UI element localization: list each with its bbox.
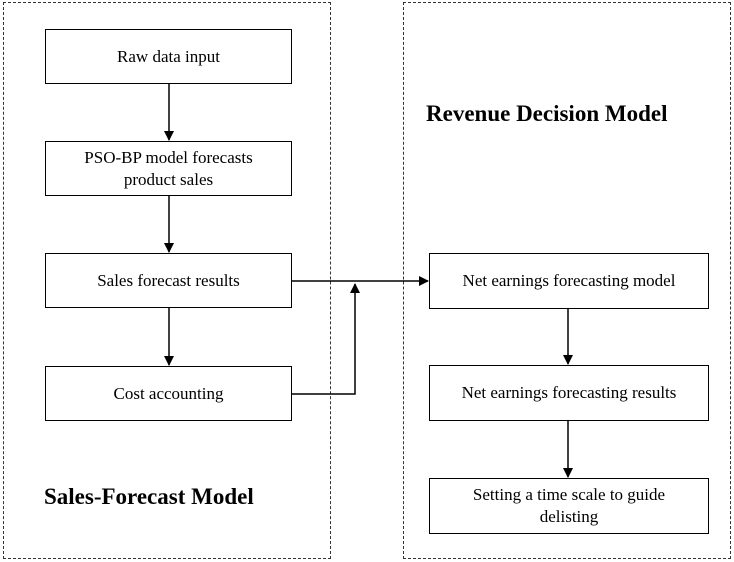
delisting-time-scale-node: Setting a time scale to guide delisting [429, 478, 709, 534]
arrow-cost-to-junction [292, 283, 360, 395]
sales-forecast-model-title: Sales-Forecast Model [44, 484, 254, 509]
cost-accounting-node: Cost accounting [45, 366, 292, 421]
net-earnings-model-node: Net earnings forecasting model [429, 253, 709, 309]
pso-bp-forecast-node: PSO-BP model forecasts product sales [45, 141, 292, 196]
net-earnings-results-node: Net earnings forecasting results [429, 365, 709, 421]
sales-forecast-results-node: Sales forecast results [45, 253, 292, 308]
revenue-decision-model-title: Revenue Decision Model [426, 101, 668, 126]
raw-data-input-node: Raw data input [45, 29, 292, 84]
